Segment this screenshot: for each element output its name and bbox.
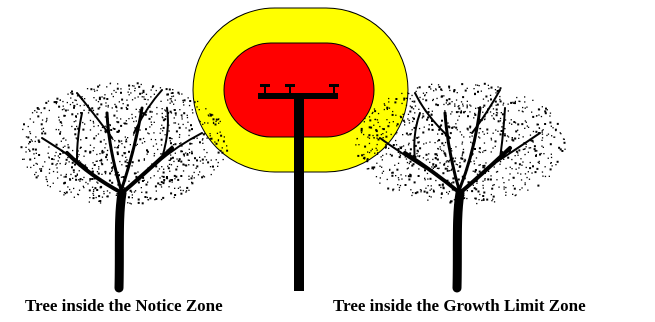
caption-growth-limit-zone: Tree inside the Growth Limit Zone	[333, 296, 586, 316]
caption-notice-zone: Tree inside the Notice Zone	[25, 296, 223, 316]
